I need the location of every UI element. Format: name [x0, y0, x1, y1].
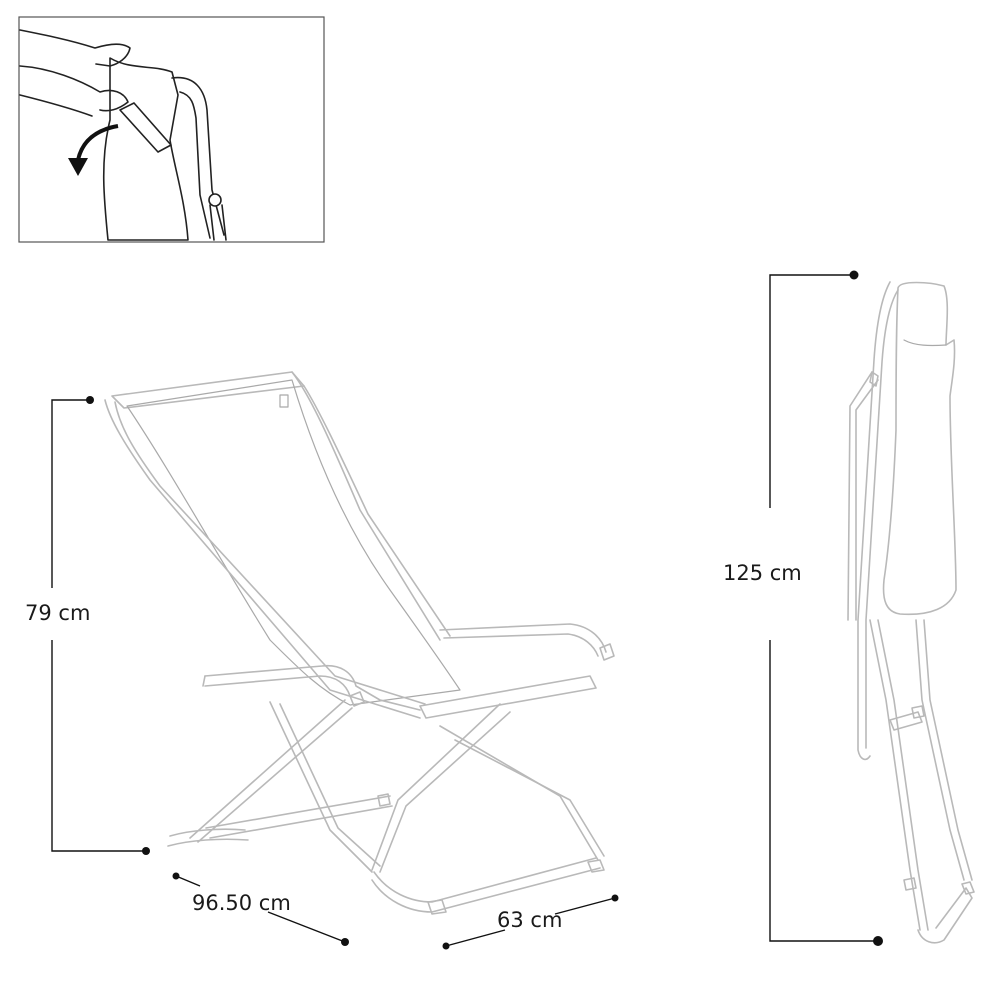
folded-chair-drawing: [847, 281, 975, 944]
dimension-line-width-open: [442, 894, 619, 950]
dimension-line-depth-open: [172, 872, 349, 946]
dimension-line-height-folded: [769, 270, 883, 946]
open-chair-drawing: [104, 371, 615, 915]
label-height-folded: 125 cm: [723, 561, 802, 585]
label-height-open: 79 cm: [25, 601, 91, 625]
label-width-open: 63 cm: [497, 908, 563, 932]
label-depth-open: 96.50 cm: [192, 891, 291, 915]
dimension-line-height-open: [51, 396, 150, 855]
curved-arrow-icon: [68, 124, 119, 176]
fold-instruction-inset: [18, 16, 325, 243]
